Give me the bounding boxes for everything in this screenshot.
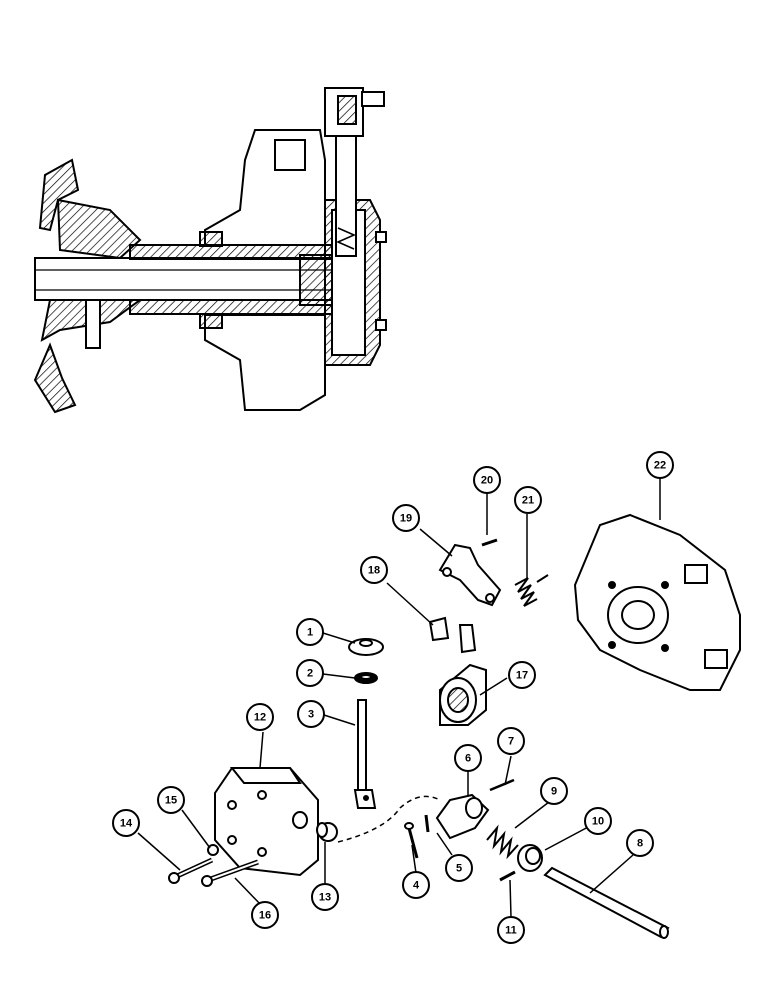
callout-21: 21 (514, 486, 542, 514)
callout-circle (297, 700, 325, 728)
part-2-oring (354, 672, 378, 684)
callout-9: 9 (540, 777, 568, 805)
callout-label: 5 (456, 863, 462, 875)
part-3-shaft (353, 699, 377, 809)
callout-label: 18 (368, 565, 380, 577)
callout-circle (246, 703, 274, 731)
callout-circle (445, 854, 473, 882)
part-1-washer (348, 638, 384, 656)
callout-4: 4 (402, 871, 430, 899)
part-5-pin (424, 814, 430, 833)
leader-lines (137, 478, 661, 918)
callout-circle (646, 451, 674, 479)
part-7-pin (489, 778, 515, 792)
callout-13: 13 (311, 883, 339, 911)
callout-circle (360, 556, 388, 584)
callout-circle (454, 744, 482, 772)
callout-label: 16 (259, 910, 271, 922)
callout-circle (497, 727, 525, 755)
callout-6: 6 (454, 744, 482, 772)
callout-label: 13 (319, 892, 331, 904)
callout-label: 19 (400, 513, 412, 525)
callout-circle (402, 871, 430, 899)
callout-1: 1 (296, 618, 324, 646)
callout-label: 2 (307, 668, 313, 680)
callout-14: 14 (112, 809, 140, 837)
callout-circle (514, 486, 542, 514)
callout-16: 16 (251, 901, 279, 929)
callout-label: 15 (165, 795, 177, 807)
exploded-parts (168, 513, 741, 939)
callout-label: 11 (505, 925, 517, 937)
callout-circle (584, 807, 612, 835)
callout-5: 5 (445, 854, 473, 882)
callout-label: 14 (120, 818, 133, 830)
part-19-lever (438, 543, 502, 607)
part-12-housing (214, 767, 319, 877)
part-16-bolt (201, 859, 259, 887)
part-13-bushing (316, 822, 338, 842)
callout-label: 21 (522, 495, 534, 507)
callout-circle (112, 809, 140, 837)
callout-10: 10 (584, 807, 612, 835)
callout-circle (157, 786, 185, 814)
callout-label: 3 (308, 709, 314, 721)
callout-circle (540, 777, 568, 805)
callout-circle (296, 618, 324, 646)
callout-circle (311, 883, 339, 911)
callout-label: 12 (254, 712, 266, 724)
callout-circle (497, 916, 525, 944)
callout-label: 9 (551, 786, 557, 798)
part-21-spring (514, 574, 549, 607)
part-22-housing (573, 513, 741, 691)
callout-label: 17 (516, 670, 528, 682)
callout-22: 22 (646, 451, 674, 479)
callout-20: 20 (473, 466, 501, 494)
callout-circle (626, 829, 654, 857)
callout-17: 17 (508, 661, 536, 689)
callout-3: 3 (297, 700, 325, 728)
callout-8: 8 (626, 829, 654, 857)
cross-section-assembly (33, 87, 387, 414)
alignment-dashed-line (337, 795, 441, 843)
callout-label: 22 (654, 460, 666, 472)
callout-2: 2 (296, 659, 324, 687)
callout-label: 6 (465, 753, 471, 765)
callout-7: 7 (497, 727, 525, 755)
callout-label: 4 (413, 880, 420, 892)
callout-label: 7 (508, 736, 514, 748)
part-8-shaft (543, 866, 670, 939)
part-4-bolt (404, 822, 419, 859)
callout-19: 19 (392, 504, 420, 532)
part-6-yoke (435, 793, 490, 840)
callout-label: 10 (592, 816, 604, 828)
callout-11: 11 (497, 916, 525, 944)
callout-12: 12 (246, 703, 274, 731)
callout-label: 20 (481, 475, 493, 487)
callout-circle (473, 466, 501, 494)
callout-circle (251, 901, 279, 929)
callout-circle (392, 504, 420, 532)
callout-18: 18 (360, 556, 388, 584)
callout-circle (296, 659, 324, 687)
part-14-bolt (168, 857, 214, 884)
callout-15: 15 (157, 786, 185, 814)
part-11-pin (499, 870, 516, 882)
part-17-gear-hub (439, 663, 487, 726)
callout-circle (508, 661, 536, 689)
callout-label: 8 (637, 838, 643, 850)
part-10-collar (517, 844, 543, 872)
part-9-spring (486, 824, 519, 860)
part-20-pin (481, 538, 498, 547)
part-18-key (428, 616, 477, 654)
callout-label: 1 (307, 627, 313, 639)
